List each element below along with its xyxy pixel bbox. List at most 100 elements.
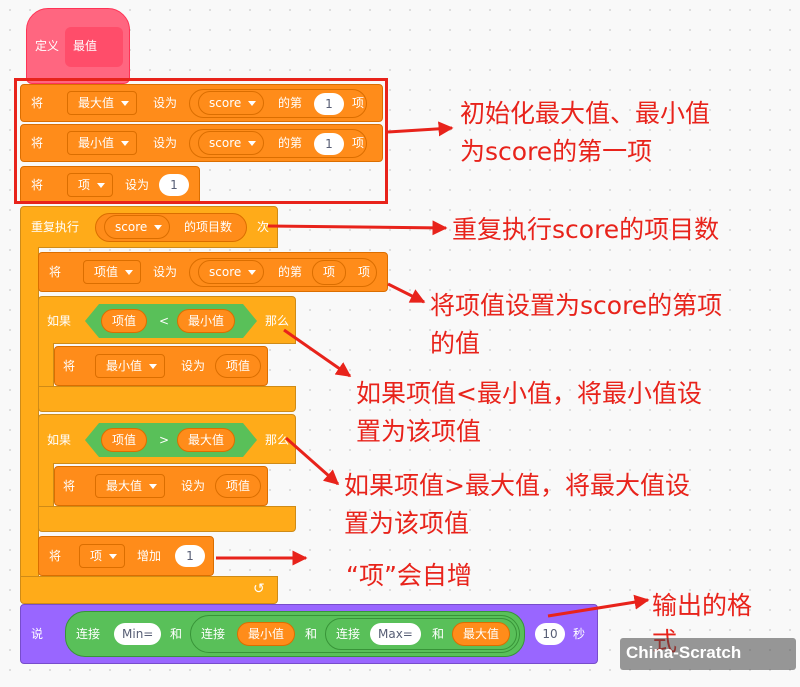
list-item-reporter[interactable]: score 的第 1 项 <box>189 89 367 118</box>
if-label: 如果 <box>47 314 72 328</box>
item-of-label: 的第 <box>278 136 303 150</box>
set-label: 将 <box>63 479 76 493</box>
annotation-repeat: 重复执行score的项目数 <box>452 215 720 244</box>
list-dropdown[interactable]: score <box>198 131 265 155</box>
min-variable-reporter[interactable]: 最小值 <box>237 622 296 646</box>
max-variable-reporter[interactable]: 最大值 <box>452 622 511 646</box>
index-input[interactable]: 1 <box>314 93 344 115</box>
variable-dropdown[interactable]: 最小值 <box>67 131 138 155</box>
list-item-reporter[interactable]: score 的第 项 项 <box>189 258 377 287</box>
variable-dropdown[interactable]: 最小值 <box>95 354 166 378</box>
join-label: 连接 <box>201 627 226 641</box>
change-item-block[interactable]: 将 项 增加 1 <box>38 536 214 576</box>
if-min-arm <box>38 343 54 387</box>
set-label: 将 <box>31 136 44 150</box>
right-operand[interactable]: 最大值 <box>177 428 235 452</box>
then-label: 那么 <box>265 314 290 328</box>
repeat-block-arm <box>20 247 39 577</box>
join-label: 连接 <box>76 627 101 641</box>
arrow-set-item <box>387 282 426 304</box>
set-label: 将 <box>63 359 76 373</box>
value-input[interactable]: 1 <box>175 545 205 567</box>
watermark: China-Scratch <box>620 638 796 670</box>
annotation-init-line2: 为score的第一项 <box>460 137 653 166</box>
variable-dropdown[interactable]: 最大值 <box>67 91 138 115</box>
watermark-text: China-Scratch <box>626 643 742 662</box>
right-operand[interactable]: 最小值 <box>177 309 235 333</box>
if-min-block[interactable]: 如果 项值 < 最小值 那么 <box>38 296 296 344</box>
value-reporter[interactable]: 项值 <box>215 474 262 498</box>
say-block[interactable]: 说 连接 Min= 和 连接 最小值 和 连接 Max= 和 最大值 10 秒 <box>20 604 598 664</box>
annotation-if-max-line2: 置为该项值 <box>344 509 470 538</box>
variable-dropdown[interactable]: 最大值 <box>95 474 166 498</box>
left-operand[interactable]: 项值 <box>101 309 147 333</box>
if-max-block[interactable]: 如果 项值 > 最大值 那么 <box>38 414 296 464</box>
define-label: 定义 <box>35 39 60 53</box>
loop-arrow-icon: ↺ <box>253 581 265 597</box>
annotation-if-min-line1: 如果项值<最小值，将最小值设 <box>356 379 702 408</box>
and-label: 和 <box>432 627 445 641</box>
variable-dropdown[interactable]: 项值 <box>83 260 142 284</box>
if-min-foot <box>38 386 296 412</box>
to-label: 设为 <box>153 136 178 150</box>
list-length-reporter[interactable]: score 的项目数 <box>95 213 247 242</box>
if-max-arm <box>38 463 54 507</box>
set-max-to-value-block[interactable]: 将 最大值 设为 项值 <box>54 466 268 506</box>
annotation-set-item-line1: 将项值设置为score的第项 <box>430 291 723 320</box>
less-than-operator[interactable]: 项值 < 最小值 <box>85 304 257 338</box>
change-label: 增加 <box>137 549 162 563</box>
define-hat-block[interactable]: 定义 最值 <box>26 8 130 84</box>
join-reporter[interactable]: 连接 Min= 和 连接 最小值 和 连接 Max= 和 最大值 <box>65 611 525 657</box>
set-item-value-block[interactable]: 将 项值 设为 score 的第 项 项 <box>38 252 388 292</box>
repeat-block[interactable]: 重复执行 score 的项目数 次 <box>20 206 278 248</box>
annotation-say-line1: 输出的格 <box>652 591 753 620</box>
arrow-repeat <box>267 220 448 236</box>
repeat-label: 重复执行 <box>31 220 80 234</box>
to-label: 设为 <box>153 265 178 279</box>
min-text-input[interactable]: Min= <box>114 623 162 645</box>
then-label: 那么 <box>265 433 290 447</box>
to-label: 设为 <box>181 359 206 373</box>
variable-dropdown[interactable]: 项 <box>79 544 126 568</box>
join-reporter[interactable]: 连接 最小值 和 连接 Max= 和 最大值 <box>190 615 520 653</box>
list-dropdown[interactable]: score <box>198 260 265 284</box>
item-label: 项 <box>352 96 365 110</box>
item-of-label: 的第 <box>278 96 303 110</box>
say-label: 说 <box>31 627 44 641</box>
list-dropdown[interactable]: score <box>198 91 265 115</box>
index-input[interactable]: 1 <box>314 133 344 155</box>
annotation-if-max-line1: 如果项值>最大值，将最大值设 <box>344 471 690 500</box>
join-label: 连接 <box>336 627 361 641</box>
operator-symbol: > <box>159 433 170 447</box>
length-label: 的项目数 <box>184 220 233 234</box>
list-item-reporter[interactable]: score 的第 1 项 <box>189 129 367 158</box>
set-max-block[interactable]: 将 最大值 设为 score 的第 1 项 <box>20 84 383 122</box>
left-operand[interactable]: 项值 <box>101 428 147 452</box>
value-reporter[interactable]: 项值 <box>215 354 262 378</box>
if-max-foot <box>38 506 296 532</box>
value-input[interactable]: 1 <box>159 174 189 196</box>
item-of-label: 的第 <box>278 265 303 279</box>
variable-dropdown[interactable]: 项 <box>67 173 114 197</box>
repeat-block-foot: ↺ <box>20 576 278 604</box>
list-dropdown[interactable]: score <box>104 215 171 239</box>
annotation-init-line1: 初始化最大值、最小值 <box>460 99 711 128</box>
seconds-label: 秒 <box>573 627 586 641</box>
seconds-input[interactable]: 10 <box>535 623 565 645</box>
set-item-block[interactable]: 将 项 设为 1 <box>20 166 200 204</box>
highlight-box <box>14 78 388 204</box>
and-label: 和 <box>170 627 183 641</box>
item-label: 项 <box>358 265 371 279</box>
set-min-block[interactable]: 将 最小值 设为 score 的第 1 项 <box>20 124 383 162</box>
max-text-input[interactable]: Max= <box>370 623 421 645</box>
if-label: 如果 <box>47 433 72 447</box>
greater-than-operator[interactable]: 项值 > 最大值 <box>85 423 257 457</box>
join-reporter[interactable]: 连接 Max= 和 最大值 <box>325 618 517 650</box>
set-label: 将 <box>31 178 44 192</box>
define-name-slot: 最值 <box>65 27 123 67</box>
set-label: 将 <box>49 549 62 563</box>
set-min-to-value-block[interactable]: 将 最小值 设为 项值 <box>54 346 268 386</box>
annotation-set-item-line2: 的值 <box>430 329 481 358</box>
to-label: 设为 <box>125 178 150 192</box>
item-variable-reporter[interactable]: 项 <box>312 260 347 285</box>
